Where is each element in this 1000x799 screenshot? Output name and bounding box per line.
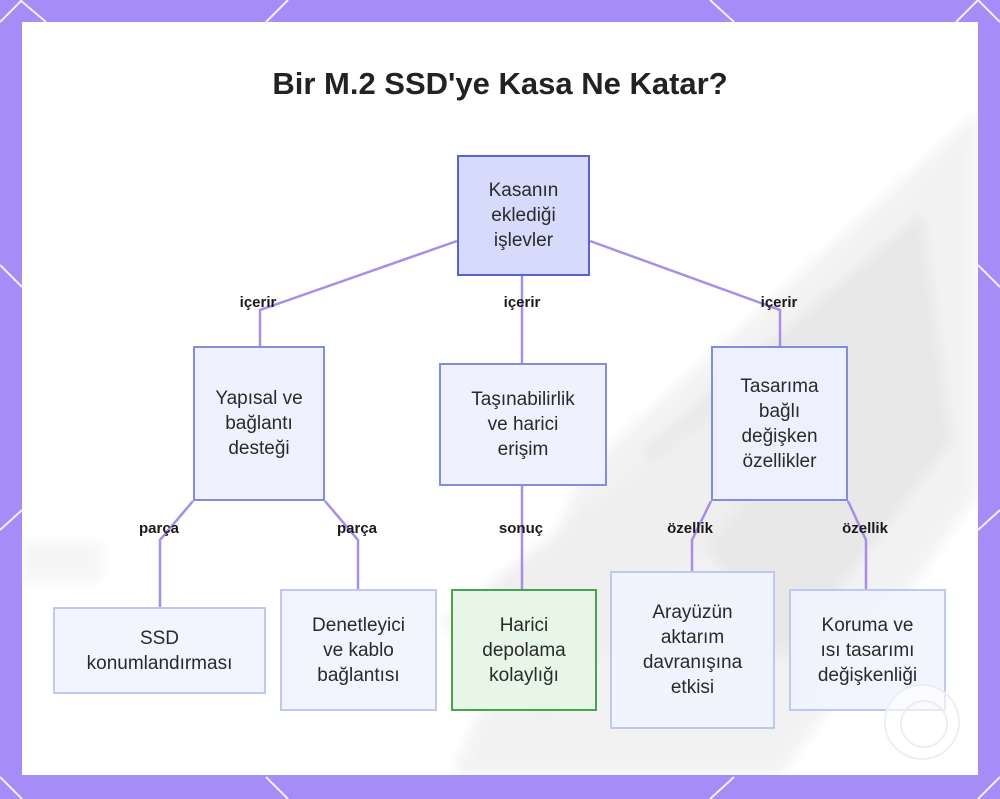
node-harici-depolama-label: Harici depolama kolaylığı <box>482 614 566 686</box>
edge-root-yapisal <box>258 239 458 346</box>
edge-label-yapisal-ssd: parça <box>138 520 180 537</box>
node-denetleyici: Denetleyici ve kablo bağlantısı <box>280 589 437 711</box>
edge-tasarim-koruma <box>846 500 868 589</box>
node-harici-depolama: Harici depolama kolaylığı <box>451 589 597 711</box>
node-ssd-konum-label: SSD konumlandırması <box>86 627 233 674</box>
node-koruma-label: Koruma ve ısı tasarımı değişkenliği <box>817 614 918 686</box>
node-tasinabilirlik-label: Taşınabilirlik ve harici erişim <box>471 389 575 460</box>
edge-label-tasarim-arayuz: özellik <box>667 520 713 537</box>
edge-label-yapisal-denetleyici: parça <box>336 520 378 537</box>
node-yapisal: Yapısal ve bağlantı desteği <box>193 346 325 501</box>
node-root-label: Kasanın eklediği işlevler <box>488 180 559 251</box>
edge-tasarim-arayuz <box>690 500 713 571</box>
node-tasarim: Tasarıma bağlı değişken özellikler <box>711 346 848 501</box>
node-arayuz: Arayüzün aktarım davranışına etkisi <box>610 571 775 729</box>
node-ssd-konum: SSD konumlandırması <box>53 607 266 694</box>
node-root: Kasanın eklediği işlevler <box>457 155 590 276</box>
node-tasinabilirlik: Taşınabilirlik ve harici erişim <box>439 363 607 486</box>
watermark-badge-icon <box>884 684 960 760</box>
node-yapisal-label: Yapısal ve bağlantı desteği <box>215 388 303 459</box>
edge-label-root-tasarim: içerir <box>760 294 798 311</box>
edge-label-tasarim-koruma: özellik <box>842 520 888 537</box>
edge-label-tasinabilirlik-harici: sonuç <box>498 520 544 537</box>
edge-label-root-yapisal: içerir <box>239 294 277 311</box>
node-tasarim-label: Tasarıma bağlı değişken özellikler <box>740 375 819 472</box>
node-denetleyici-label: Denetleyici ve kablo bağlantısı <box>312 614 405 686</box>
diagram-title: Bir M.2 SSD'ye Kasa Ne Katar? <box>272 66 728 101</box>
edge-label-root-tasinabilirlik: içerir <box>503 294 541 311</box>
edge-yapisal-denetleyici <box>324 500 360 589</box>
edge-yapisal-ssd <box>158 500 194 607</box>
node-arayuz-label: Arayüzün aktarım davranışına etkisi <box>642 602 743 698</box>
edge-root-tasarim <box>589 239 782 346</box>
